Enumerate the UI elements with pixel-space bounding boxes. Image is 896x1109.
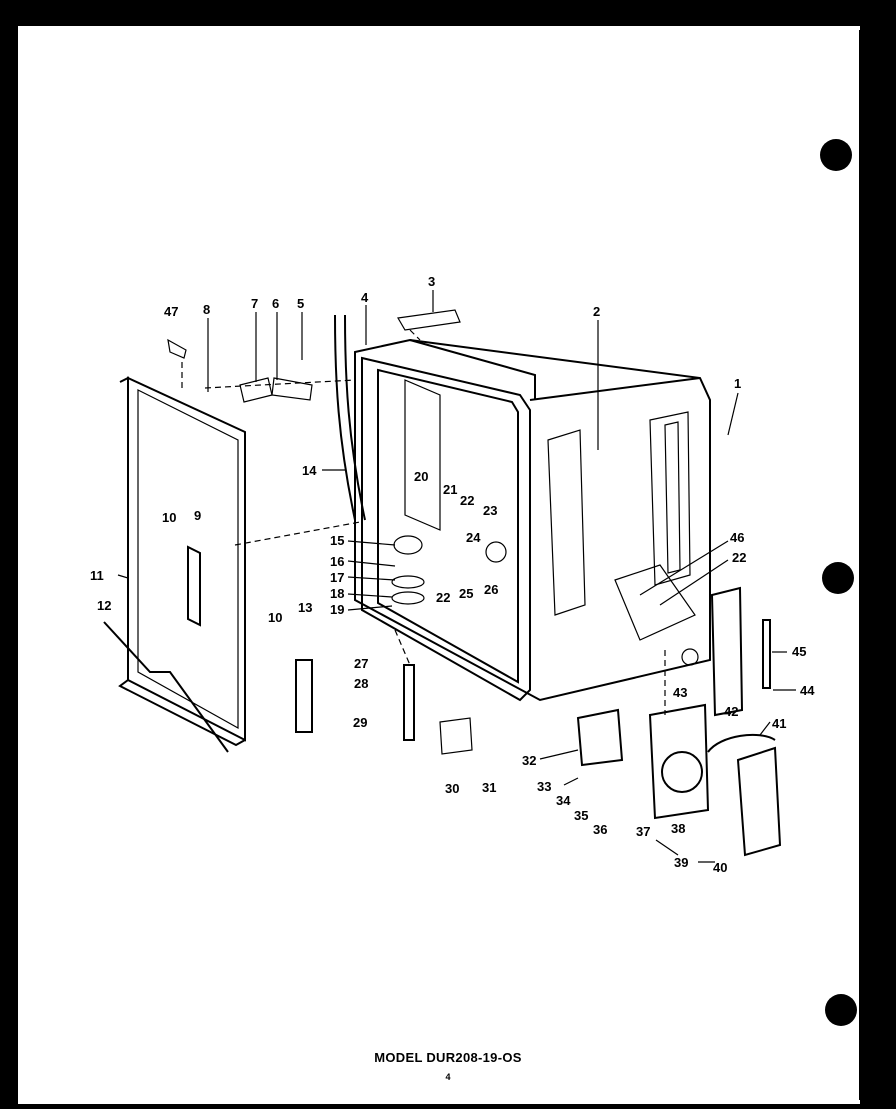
callout-1: 1 <box>734 376 741 391</box>
callout-22c: 22 <box>732 550 746 565</box>
callout-40: 40 <box>713 860 727 875</box>
callout-labels: 1 2 3 4 5 6 7 8 9 10 10 11 12 13 14 15 1… <box>90 274 815 875</box>
callout-18: 18 <box>330 586 344 601</box>
callout-32: 32 <box>522 753 536 768</box>
callout-44: 44 <box>800 683 815 698</box>
callout-9: 9 <box>194 508 201 523</box>
callout-10: 10 <box>162 510 176 525</box>
model-caption: MODEL DUR208-19-OS <box>374 1050 522 1065</box>
callout-38: 38 <box>671 821 685 836</box>
callout-41: 41 <box>772 716 786 731</box>
callout-42: 42 <box>724 704 738 719</box>
callout-33: 33 <box>537 779 551 794</box>
callout-22: 22 <box>460 493 474 508</box>
callout-17: 17 <box>330 570 344 585</box>
callout-43: 43 <box>673 685 687 700</box>
callout-31: 31 <box>482 780 496 795</box>
callout-25: 25 <box>459 586 473 601</box>
callout-45: 45 <box>792 644 806 659</box>
punch-hole <box>825 994 857 1026</box>
callout-34: 34 <box>556 793 571 808</box>
callout-13: 13 <box>298 600 312 615</box>
punch-hole <box>820 139 852 171</box>
callout-24: 24 <box>466 530 481 545</box>
callout-46: 46 <box>730 530 744 545</box>
callout-28: 28 <box>354 676 368 691</box>
punch-hole <box>822 562 854 594</box>
callout-22b: 22 <box>436 590 450 605</box>
callout-35: 35 <box>574 808 588 823</box>
callout-23: 23 <box>483 503 497 518</box>
callout-7: 7 <box>251 296 258 311</box>
callout-14: 14 <box>302 463 317 478</box>
callout-36: 36 <box>593 822 607 837</box>
tub-assembly <box>354 338 711 702</box>
callout-20: 20 <box>414 469 428 484</box>
callout-2: 2 <box>593 304 600 319</box>
leader-lines <box>117 290 796 863</box>
callout-10b: 10 <box>268 610 282 625</box>
callout-39: 39 <box>674 855 688 870</box>
callout-30: 30 <box>445 781 459 796</box>
callout-37: 37 <box>636 824 650 839</box>
callout-6: 6 <box>272 296 279 311</box>
callout-3: 3 <box>428 274 435 289</box>
callout-4: 4 <box>361 290 369 305</box>
callout-27: 27 <box>354 656 368 671</box>
callout-19: 19 <box>330 602 344 617</box>
callout-12: 12 <box>97 598 111 613</box>
callout-5: 5 <box>297 296 304 311</box>
callout-26: 26 <box>484 582 498 597</box>
door-assembly <box>103 376 246 753</box>
callout-21: 21 <box>443 482 457 497</box>
callout-16: 16 <box>330 554 344 569</box>
hose <box>334 314 356 521</box>
callout-11: 11 <box>90 568 104 583</box>
callout-29: 29 <box>353 715 367 730</box>
page-number: 4 <box>445 1072 451 1082</box>
callout-47: 47 <box>164 304 178 319</box>
callout-15: 15 <box>330 533 344 548</box>
callout-8: 8 <box>203 302 210 317</box>
